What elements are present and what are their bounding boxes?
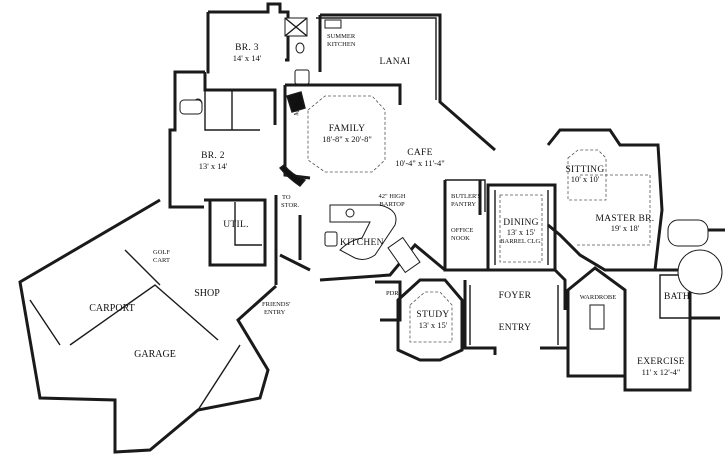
study-tray <box>409 291 453 343</box>
label-carport: CARPORT <box>89 303 135 314</box>
master-walls <box>546 128 664 272</box>
label-butlers-2: PANTRY <box>451 201 476 208</box>
family-tray <box>307 95 386 173</box>
dims-dining: 13' x 15' <box>507 227 536 237</box>
garage-walls <box>18 198 278 454</box>
lanai-walls <box>318 13 496 152</box>
label-garage: GARAGE <box>134 349 176 360</box>
hall-walls <box>274 195 311 285</box>
dining-columns <box>494 190 549 265</box>
walls <box>18 2 725 454</box>
labels: BR. 3 14' x 14' SUMMER KITCHEN LANAI FAM… <box>89 33 690 377</box>
dims-sitting: 10' x 10' <box>571 174 600 184</box>
label-golf-cart-2: CART <box>153 257 170 264</box>
summer-kitchen-sink <box>324 19 342 29</box>
study-walls <box>396 278 464 362</box>
dims-exercise: 11' x 12'-4" <box>642 367 681 377</box>
shower-br3 <box>294 69 310 85</box>
util-inner <box>234 202 262 246</box>
label-wardrobe: WARDROBE <box>580 294 617 301</box>
label-kitchen: KITCHEN <box>340 238 384 248</box>
label-friends-1: FRIENDS' <box>262 301 290 308</box>
label-bath: BATH <box>664 292 690 302</box>
carport-divider <box>69 249 219 346</box>
label-bartop-1: 42" HIGH <box>378 193 405 200</box>
bath-tub <box>667 219 709 247</box>
island-sink <box>345 208 355 218</box>
toilet-br3 <box>295 42 305 54</box>
dims-br2: 13' x 14' <box>199 161 228 171</box>
kitchen-counter <box>387 236 421 274</box>
label-study: STUDY <box>416 310 449 320</box>
fixtures <box>179 17 421 274</box>
br3-walls <box>206 2 290 74</box>
label-to-stor-1: TO <box>282 194 291 201</box>
label-br2: BR. 2 <box>201 151 225 161</box>
util-walls <box>204 198 267 267</box>
label-family: FAMILY <box>329 124 366 134</box>
label-entry: ENTRY <box>499 323 532 333</box>
label-br3: BR. 3 <box>235 43 259 53</box>
label-golf-cart-1: GOLF <box>153 249 170 256</box>
dims-master: 19' x 18' <box>611 223 640 233</box>
label-master: MASTER BR. <box>596 214 655 224</box>
label-sitting: SITTING <box>565 165 604 175</box>
label-cafe: CAFE <box>407 148 432 158</box>
label-shop: SHOP <box>194 288 220 299</box>
entry-columns <box>469 285 559 345</box>
label-lanai: LANAI <box>379 57 410 67</box>
master-tray <box>575 174 651 246</box>
dining-tray <box>499 194 543 263</box>
wardrobe-island <box>589 304 605 330</box>
dims-br3: 14' x 14' <box>233 53 262 63</box>
dims-cafe: 10'-4" x 11'-4" <box>395 158 444 168</box>
kitchen-south <box>319 242 446 282</box>
label-util: UTIL. <box>223 220 249 230</box>
range <box>324 231 338 247</box>
dims-study: 13' x 15' <box>419 320 448 330</box>
br2-bath <box>204 90 260 131</box>
lanai-inner <box>316 17 437 100</box>
br2-walls <box>168 70 277 209</box>
label-media: MEDIA <box>293 94 304 116</box>
foyer-walls <box>463 268 568 355</box>
label-office-1: OFFICE <box>451 227 473 234</box>
fireplace <box>286 91 306 113</box>
bath-tub-round <box>677 249 723 295</box>
pantry <box>445 179 486 212</box>
tub-br2 <box>179 99 203 115</box>
label-bartop-2: BARTOP <box>379 201 405 208</box>
label-summer-kitchen-1: SUMMER <box>327 33 356 40</box>
br3-closet-x <box>284 17 308 37</box>
label-to-stor-2: STOR. <box>281 202 299 209</box>
label-butlers-1: BUTLER'S <box>451 193 481 200</box>
bartop-island <box>329 204 397 260</box>
label-exercise: EXERCISE <box>637 357 685 367</box>
label-office-2: NOOK <box>451 235 470 242</box>
family-walls <box>283 83 402 180</box>
wardrobe-walls <box>566 266 627 378</box>
sitting-tray <box>567 149 607 201</box>
garage-inner <box>29 299 241 411</box>
label-foyer: FOYER <box>499 291 532 301</box>
pdr-walls <box>375 280 402 322</box>
label-friends-2: ENTRY <box>264 309 286 316</box>
label-dining: DINING <box>503 218 539 228</box>
label-summer-kitchen-2: KITCHEN <box>327 41 356 48</box>
media-wall <box>279 164 307 187</box>
label-pdr: PDR. <box>386 290 401 297</box>
dims-family: 18'-8" x 20'-8" <box>322 134 372 144</box>
ceiling-details <box>307 95 543 263</box>
note-dining: BARREL CLG. <box>500 238 542 245</box>
